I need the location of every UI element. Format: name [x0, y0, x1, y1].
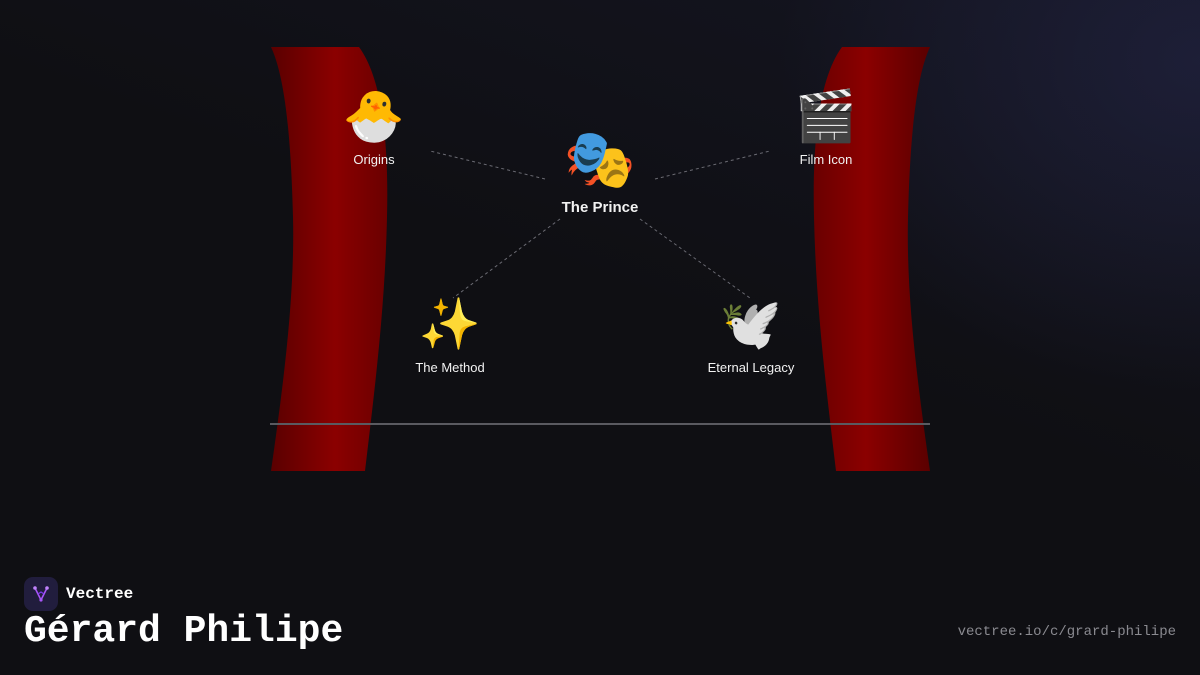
curtain-left — [271, 47, 388, 471]
theater-masks-icon: 🎭 — [563, 127, 637, 192]
node-label: The Prince — [561, 199, 639, 216]
node-film-icon[interactable]: 🎬 Film Icon — [746, 86, 906, 167]
link-legacy — [639, 218, 751, 299]
link-film-icon — [654, 150, 771, 180]
page-title: Gérard Philipe — [24, 610, 344, 653]
stage-floor — [270, 423, 930, 425]
vectree-logo-icon — [24, 577, 58, 611]
node-the-method[interactable]: ✨ The Method — [370, 294, 530, 375]
sparkles-icon: ✨ — [418, 296, 482, 352]
node-label: Eternal Legacy — [707, 360, 795, 375]
node-label: The Method — [415, 360, 485, 375]
page-url[interactable]: vectree.io/c/grard-philipe — [957, 624, 1176, 640]
node-label: Film Icon — [799, 152, 853, 167]
node-eternal-legacy[interactable]: 🕊️ Eternal Legacy — [671, 294, 831, 375]
clapperboard-icon: 🎬 — [794, 88, 858, 144]
node-center[interactable]: 🎭 The Prince — [520, 125, 680, 216]
brand[interactable]: Vectree — [24, 577, 133, 611]
curtain-right — [813, 47, 930, 471]
hatching-chick-icon: 🐣 — [342, 88, 406, 144]
link-origins — [429, 150, 546, 180]
node-label: Origins — [353, 152, 395, 167]
brand-name: Vectree — [66, 585, 134, 603]
dove-icon: 🕊️ — [719, 296, 783, 352]
link-method — [452, 218, 561, 299]
node-origins[interactable]: 🐣 Origins — [294, 86, 454, 167]
